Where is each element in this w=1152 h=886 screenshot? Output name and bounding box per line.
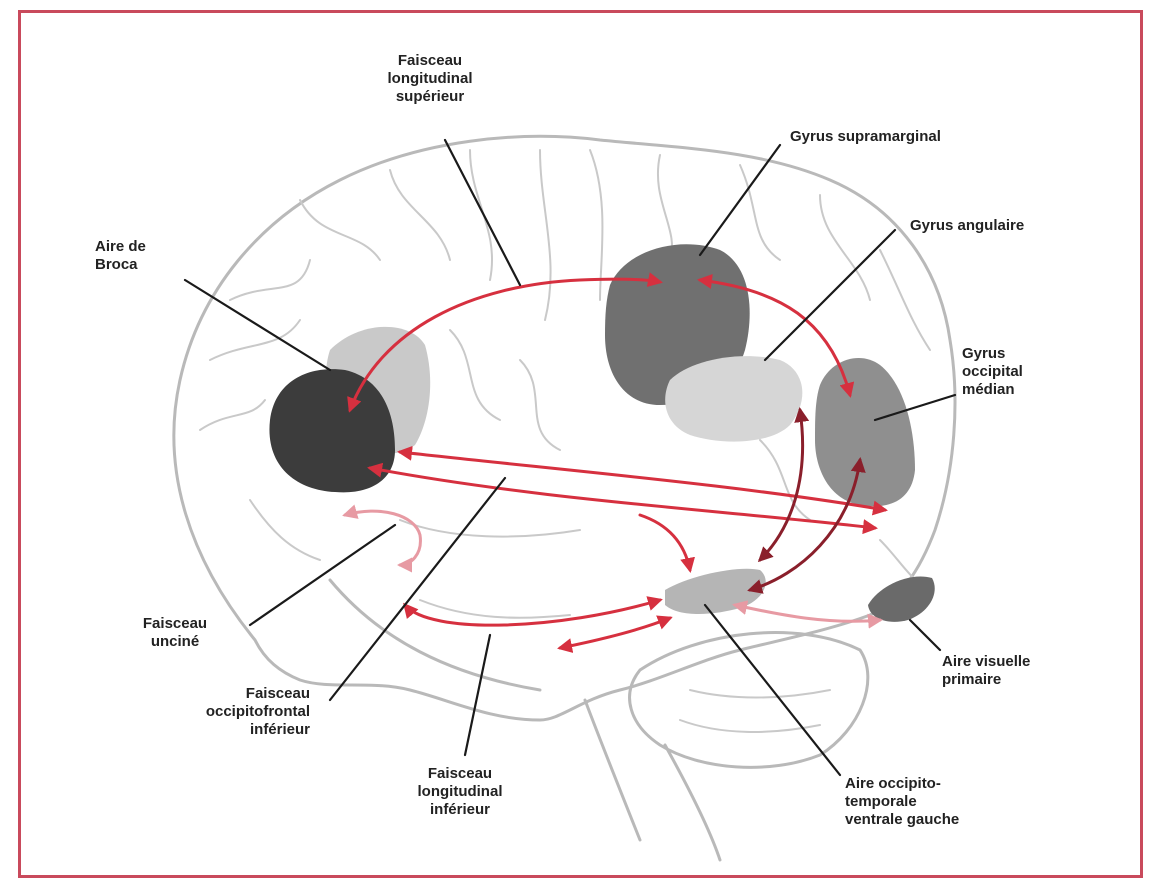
label-gyrus-supramarginal: Gyrus supramarginal [790, 128, 1010, 146]
label-faisceau-uncine: Faisceau unciné [120, 615, 230, 651]
tract-ifof-1 [400, 452, 885, 510]
leader-angular [765, 230, 895, 360]
label-gyrus-angulaire: Gyrus angulaire [910, 217, 1110, 235]
cortical-areas [269, 244, 934, 622]
leader-visual [910, 620, 940, 650]
label-gyrus-occipital-median: Gyrus occipital médian [962, 345, 1082, 399]
tract-vot-branch [640, 515, 690, 570]
label-aire-de-broca: Aire de Broca [95, 238, 195, 274]
tract-ilf-1 [405, 600, 660, 625]
label-faisceau-longitudinal-superieur: Faisceau longitudinal supérieur [360, 52, 500, 106]
leader-slf [445, 140, 520, 285]
tract-uncinate [345, 511, 420, 565]
tract-ilf-2 [560, 618, 670, 648]
area-occipital-median [815, 358, 915, 506]
label-faisceau-occipitofrontal-inferieur: Faisceau occipitofrontal inférieur [130, 685, 310, 739]
label-aire-occipito-temporale: Aire occipito- temporale ventrale gauche [845, 775, 1035, 829]
label-faisceau-longitudinal-inferieur: Faisceau longitudinal inférieur [385, 765, 535, 819]
leader-broca [185, 280, 330, 370]
area-visual-primary [868, 577, 935, 622]
leader-ilf [465, 635, 490, 755]
label-aire-visuelle-primaire: Aire visuelle primaire [942, 653, 1092, 689]
leader-uncinate [250, 525, 395, 625]
leader-supramarginal [700, 145, 780, 255]
